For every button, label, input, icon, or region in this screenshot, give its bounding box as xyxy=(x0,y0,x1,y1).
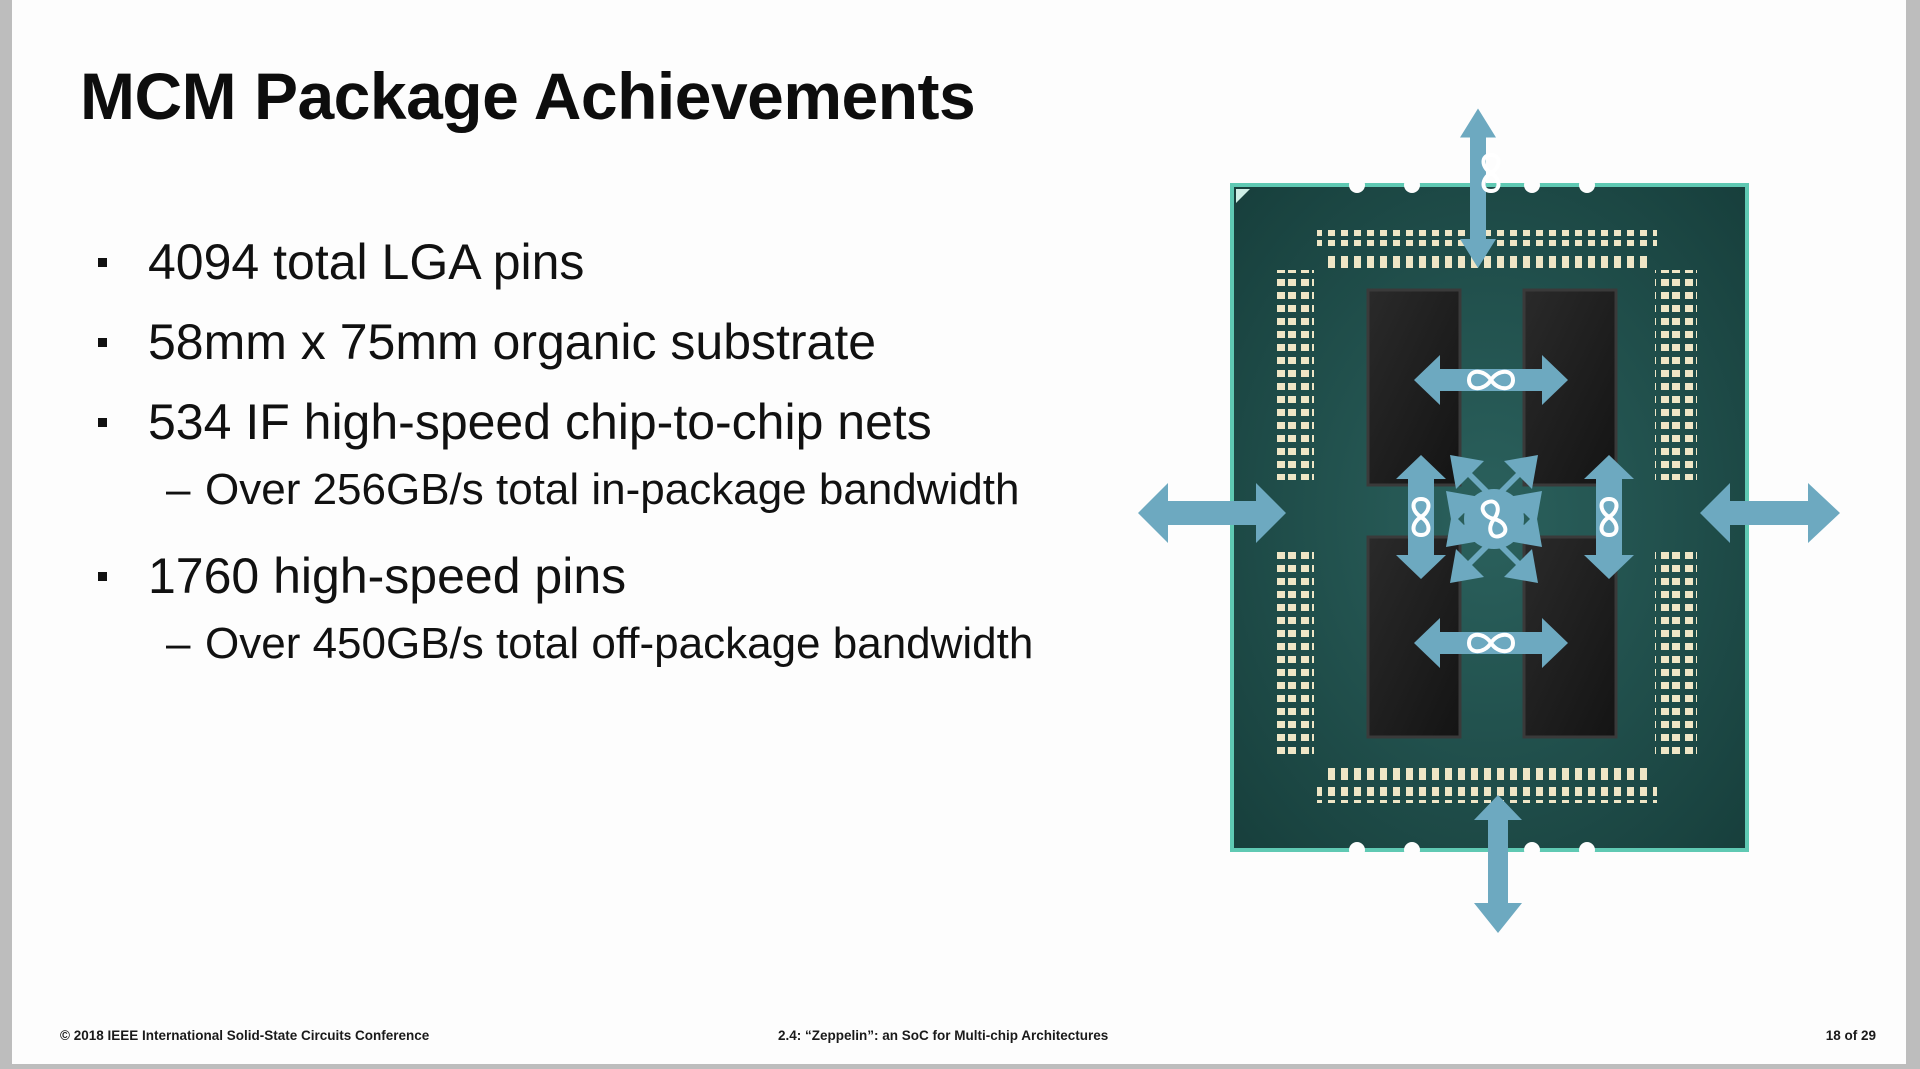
lga-pad-rows xyxy=(1272,230,1697,803)
sub-bullet-item: – Over 256GB/s total in-package bandwidt… xyxy=(80,456,1033,524)
bidirectional-arrow-icon xyxy=(1138,483,1286,543)
bullet-square-icon xyxy=(98,258,107,267)
bullet-square-icon xyxy=(98,418,107,427)
slide: MCM Package Achievements 4094 total LGA … xyxy=(12,0,1906,1064)
footer-copyright: © 2018 IEEE International Solid-State Ci… xyxy=(60,1028,430,1043)
infinity-fabric-icon xyxy=(1466,632,1516,654)
bullet-square-icon xyxy=(98,338,107,347)
bullet-item: 534 IF high-speed chip-to-chip nets xyxy=(80,382,1033,462)
infinity-fabric-icon xyxy=(1599,496,1619,538)
sub-bullet-text: Over 256GB/s total in-package bandwidth xyxy=(205,465,1020,514)
bullet-text: 4094 total LGA pins xyxy=(148,234,585,290)
infinity-fabric-icon xyxy=(1411,496,1431,538)
footer-talk-title: 2.4: “Zeppelin”: an SoC for Multi-chip A… xyxy=(778,1028,1109,1043)
bullet-text: 1760 high-speed pins xyxy=(148,548,627,604)
bullet-text: 58mm x 75mm organic substrate xyxy=(148,314,877,370)
sub-bullet-dash: – xyxy=(166,619,191,668)
sub-bullet-text: Over 450GB/s total off-package bandwidth xyxy=(205,619,1034,668)
bidirectional-arrow-icon xyxy=(1474,795,1522,933)
bullet-text: 534 IF high-speed chip-to-chip nets xyxy=(148,394,932,450)
bullet-item: 58mm x 75mm organic substrate xyxy=(80,302,1033,382)
bidirectional-arrow-icon xyxy=(1460,108,1496,268)
sub-bullet-dash: – xyxy=(166,465,191,514)
bullet-item: 1760 high-speed pins xyxy=(80,536,1033,616)
slide-title: MCM Package Achievements xyxy=(80,59,976,133)
footer-page-number: 18 of 29 xyxy=(1825,1028,1876,1043)
infinity-fabric-icon xyxy=(1481,152,1501,194)
bidirectional-arrow-icon xyxy=(1700,483,1840,543)
infinity-symbols xyxy=(1411,152,1619,654)
infinity-fabric-icon xyxy=(1466,369,1516,391)
infinity-fabric-icon xyxy=(1480,499,1508,539)
bullet-square-icon xyxy=(98,572,107,581)
mcm-package-diagram xyxy=(1138,108,1840,933)
bullet-list: 4094 total LGA pins 58mm x 75mm organic … xyxy=(80,222,1033,690)
bullet-item: 4094 total LGA pins xyxy=(80,222,1033,302)
sub-bullet-item: – Over 450GB/s total off-package bandwid… xyxy=(80,610,1033,678)
